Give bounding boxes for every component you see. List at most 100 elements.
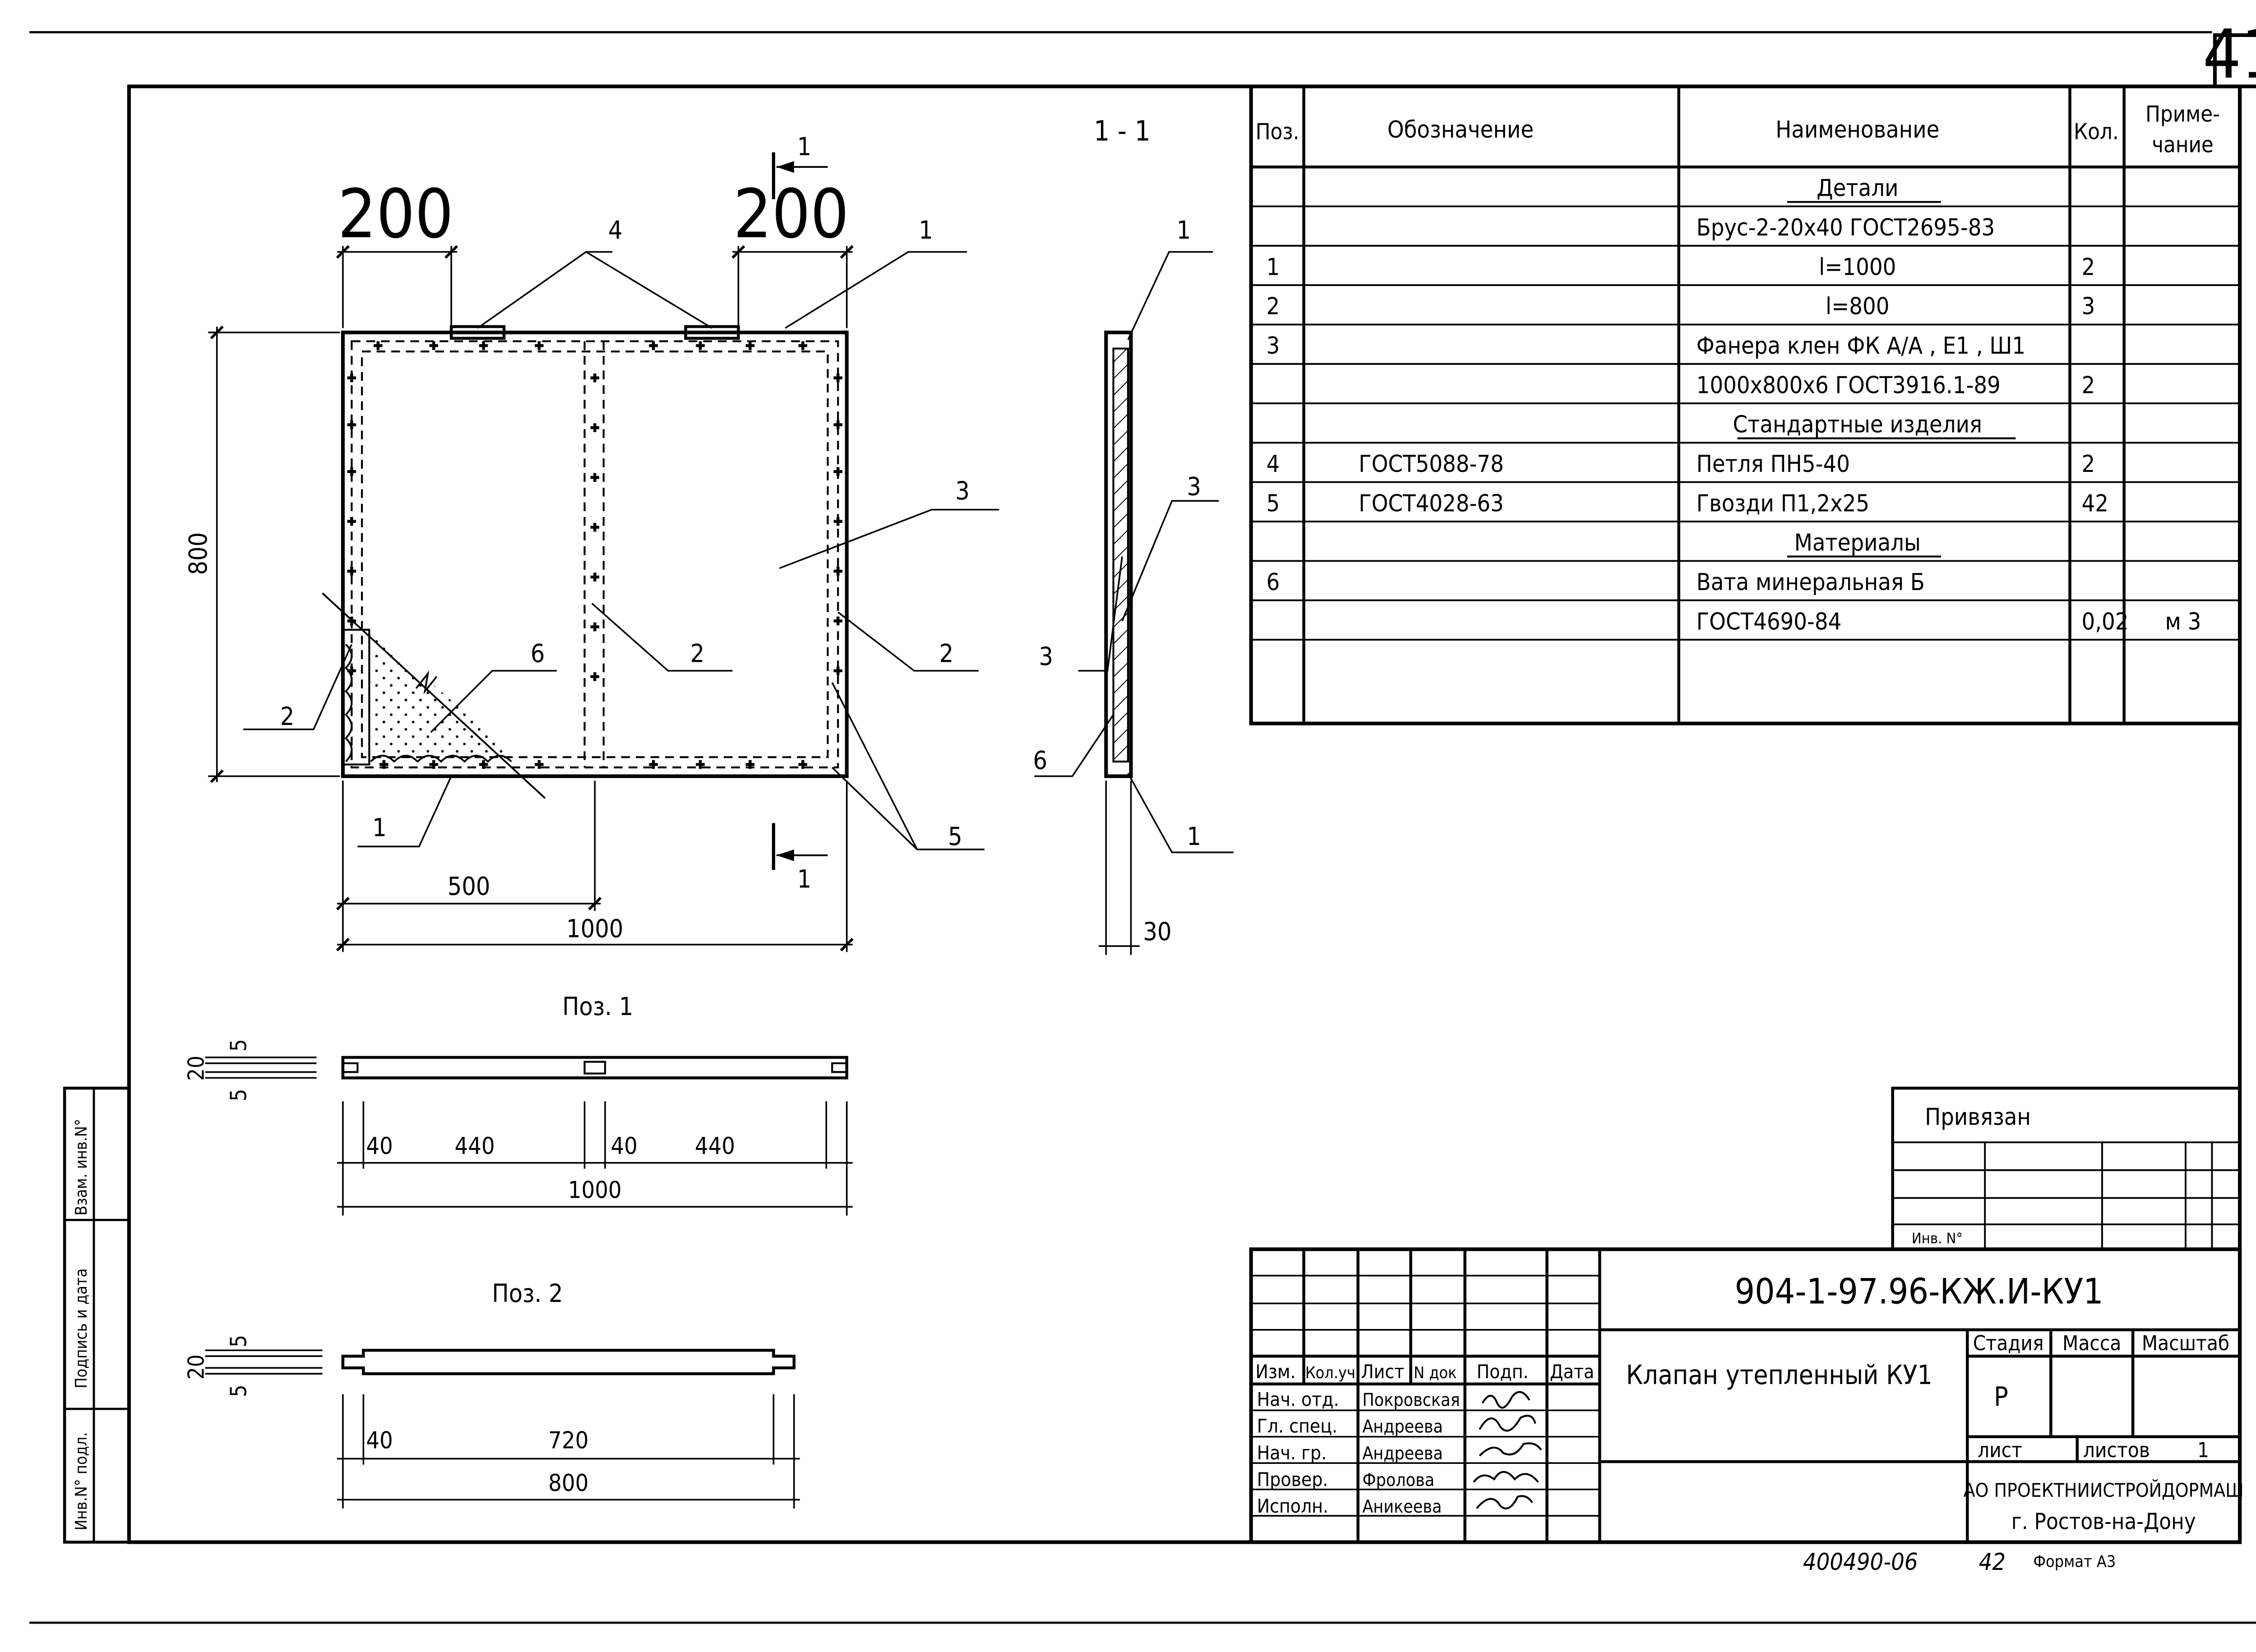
spec-cell-name: Стандартные изделия <box>1733 411 1983 438</box>
leader-1-bottom: 1 <box>372 814 387 843</box>
nail-mark <box>590 572 600 581</box>
pos1-d5a: 5 <box>227 1039 252 1052</box>
spec-cell-pos: 2 <box>1267 293 1280 320</box>
section-leader-3-left: 3 <box>1039 642 1053 671</box>
cut-marker-bottom: 1 <box>797 865 812 894</box>
spec-cell-name: Брус-2-20х40 ГОСТ2695-83 <box>1697 214 1995 241</box>
section-leader-3-right: 3 <box>1187 472 1201 501</box>
leader-5: 5 <box>948 822 962 851</box>
nail-mark <box>535 341 544 350</box>
dim-top-right: 200 <box>733 175 849 254</box>
spec-header-name: Наименование <box>1775 116 1939 143</box>
tb-head-koluch: Кол.уч <box>1305 1364 1355 1382</box>
spec-cell-qty: 2 <box>2081 372 2095 399</box>
spec-cell-pos: 6 <box>1267 569 1280 596</box>
nail-mark <box>590 423 600 432</box>
tb-person: Андреева <box>1362 1444 1443 1464</box>
nail-mark <box>833 616 842 626</box>
spec-cell-qty: 2 <box>2081 451 2095 478</box>
pos1-c: 40 <box>611 1133 638 1160</box>
spec-cell-name: Детали <box>1817 175 1898 202</box>
pos1-d20: 20 <box>184 1056 209 1081</box>
spec-cell-qty: 42 <box>2081 490 2108 517</box>
nail-mark <box>347 420 356 429</box>
spec-cell-designation: ГОСТ5088-78 <box>1359 451 1504 478</box>
pos2-d20: 20 <box>184 1354 209 1380</box>
privyazan-block: Привязан Инв. N° <box>1891 1086 2242 1251</box>
nail-mark <box>798 341 808 350</box>
nail-mark <box>833 467 842 476</box>
dim-height: 800 <box>184 532 213 575</box>
tb-role: Нач. гр. <box>1257 1442 1327 1464</box>
hinge <box>449 325 506 340</box>
tb-head-data: Дата <box>1550 1361 1594 1383</box>
leader-2-mid: 2 <box>690 639 705 668</box>
nail-mark <box>833 517 842 526</box>
spec-header-note-2: чание <box>2152 133 2214 158</box>
pos2-b: 720 <box>548 1427 588 1454</box>
nail-mark <box>649 760 658 769</box>
nail-mark <box>374 341 383 350</box>
tb-mass-label: Масса <box>2062 1331 2121 1355</box>
nails <box>347 341 842 769</box>
privyazan-title: Привязан <box>1925 1103 2031 1131</box>
tb-head-podp: Подп. <box>1477 1361 1529 1383</box>
tb-sheet-label: лист <box>1978 1438 2022 1462</box>
spec-cell-name: Петля ПН5-40 <box>1697 451 1850 478</box>
stamp-podpis: Подпись и дата <box>72 1269 91 1389</box>
hinge <box>684 325 740 340</box>
privyazan-inv: Инв. N° <box>1912 1230 1963 1247</box>
nail-mark <box>429 760 438 769</box>
nail-mark <box>347 373 356 383</box>
nail-mark <box>590 672 600 681</box>
nail-mark <box>347 567 356 576</box>
tb-head-izm: Изм. <box>1255 1361 1295 1383</box>
spec-cell-name: Гвозди П1,2х25 <box>1697 490 1869 517</box>
leader-6: 6 <box>531 639 545 668</box>
spec-cell-name: l=1000 <box>1819 254 1896 281</box>
nail-mark <box>590 373 600 383</box>
stamp-vzam: Взам. инв.N° <box>72 1119 91 1216</box>
tb-stage-value: Р <box>1994 1382 2008 1412</box>
pos1-d: 440 <box>695 1133 735 1160</box>
spec-cell-name: Материалы <box>1794 530 1921 557</box>
tb-role: Нач. отд. <box>1257 1389 1339 1411</box>
drawing-frame <box>127 84 2242 1544</box>
tb-org-2: г. Ростов-на-Дону <box>2011 1509 2196 1534</box>
sheet-number: 41 <box>2203 15 2256 94</box>
nail-mark <box>745 760 755 769</box>
nail-mark <box>429 341 438 350</box>
section-leader-6: 6 <box>1033 746 1047 775</box>
nail-mark <box>833 420 842 429</box>
spec-cell-pos: 1 <box>1267 254 1280 281</box>
spec-cell-qty: 3 <box>2081 293 2095 320</box>
nail-mark <box>347 467 356 476</box>
dim-half: 500 <box>448 872 490 901</box>
tb-item-title: Клапан утепленный КУ1 <box>1626 1360 1932 1390</box>
nail-mark <box>535 760 544 769</box>
footer-format: Формат А3 <box>2033 1553 2116 1571</box>
footer-page: 42 <box>1979 1549 2006 1576</box>
tb-role: Исполн. <box>1257 1495 1328 1517</box>
pos2-caption: Поз. 2 <box>492 1279 563 1308</box>
pos1-total: 1000 <box>568 1177 622 1204</box>
sheet-number-box: 41 <box>2203 15 2256 94</box>
leader-3: 3 <box>955 477 970 506</box>
nail-mark <box>347 517 356 526</box>
pos1-a: 40 <box>366 1133 393 1160</box>
tb-person: Андреева <box>1362 1417 1443 1437</box>
stamp-inv: Инв.N° подл. <box>72 1432 91 1530</box>
nail-mark <box>833 666 842 675</box>
tb-head-ndok: N док <box>1414 1364 1456 1382</box>
tb-head-list: Лист <box>1361 1361 1404 1383</box>
pos2-a: 40 <box>366 1427 393 1454</box>
nail-mark <box>696 760 705 769</box>
nail-mark <box>833 373 842 383</box>
section-view: 1 - 1 1 3 3 6 1 30 <box>1033 115 1234 955</box>
tb-person: Фролова <box>1362 1470 1434 1490</box>
pos1-detail: Поз. 1 5 20 5 40 440 40 440 1000 <box>184 992 853 1216</box>
tb-person: Покровская <box>1362 1390 1460 1411</box>
spec-cell-name: Вата минеральная Б <box>1697 569 1925 596</box>
spec-header-pos: Поз. <box>1256 119 1299 144</box>
